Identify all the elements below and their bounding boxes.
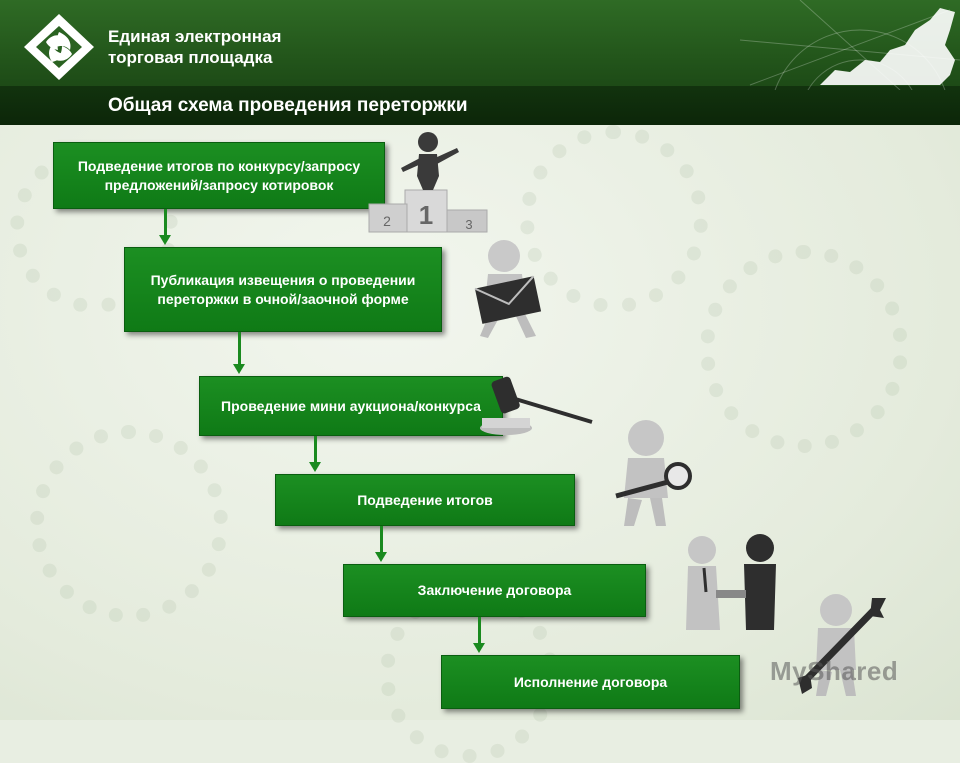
worker-wrench-icon — [798, 594, 886, 696]
arrow-2-3 — [233, 332, 245, 374]
step-1: Подведение итогов по конкурсу/запросу пр… — [53, 142, 385, 209]
step-6: Исполнение договора — [441, 655, 740, 709]
handshake-icon — [686, 534, 776, 630]
header-banner: Единая электронная торговая площадка Общ… — [0, 0, 960, 125]
gavel-icon — [480, 376, 593, 435]
brand-name: Единая электронная торговая площадка — [108, 27, 282, 67]
step-3: Проведение мини аукциона/конкурса — [199, 376, 503, 436]
step-4: Подведение итогов — [275, 474, 575, 526]
russia-map-graphic — [740, 0, 960, 90]
svg-text:3: 3 — [465, 217, 472, 232]
title-bar — [0, 86, 960, 125]
step-2: Публикация извещения о проведении перето… — [124, 247, 442, 332]
arrow-4-5 — [375, 526, 387, 562]
winner-podium-icon: 1 2 3 — [368, 132, 488, 233]
svg-text:1: 1 — [419, 200, 433, 230]
inspector-magnifier-icon — [615, 420, 692, 526]
courier-envelope-icon — [474, 240, 542, 338]
svg-text:2: 2 — [383, 213, 391, 229]
arrow-5-6 — [473, 617, 485, 653]
step-5: Заключение договора — [343, 564, 646, 617]
arrow-3-4 — [309, 436, 321, 472]
arrow-1-2 — [159, 209, 171, 245]
etp-logo-icon — [24, 14, 94, 80]
watermark: MyShared — [770, 656, 899, 686]
page-title: Общая схема проведения переторжки — [108, 95, 468, 116]
